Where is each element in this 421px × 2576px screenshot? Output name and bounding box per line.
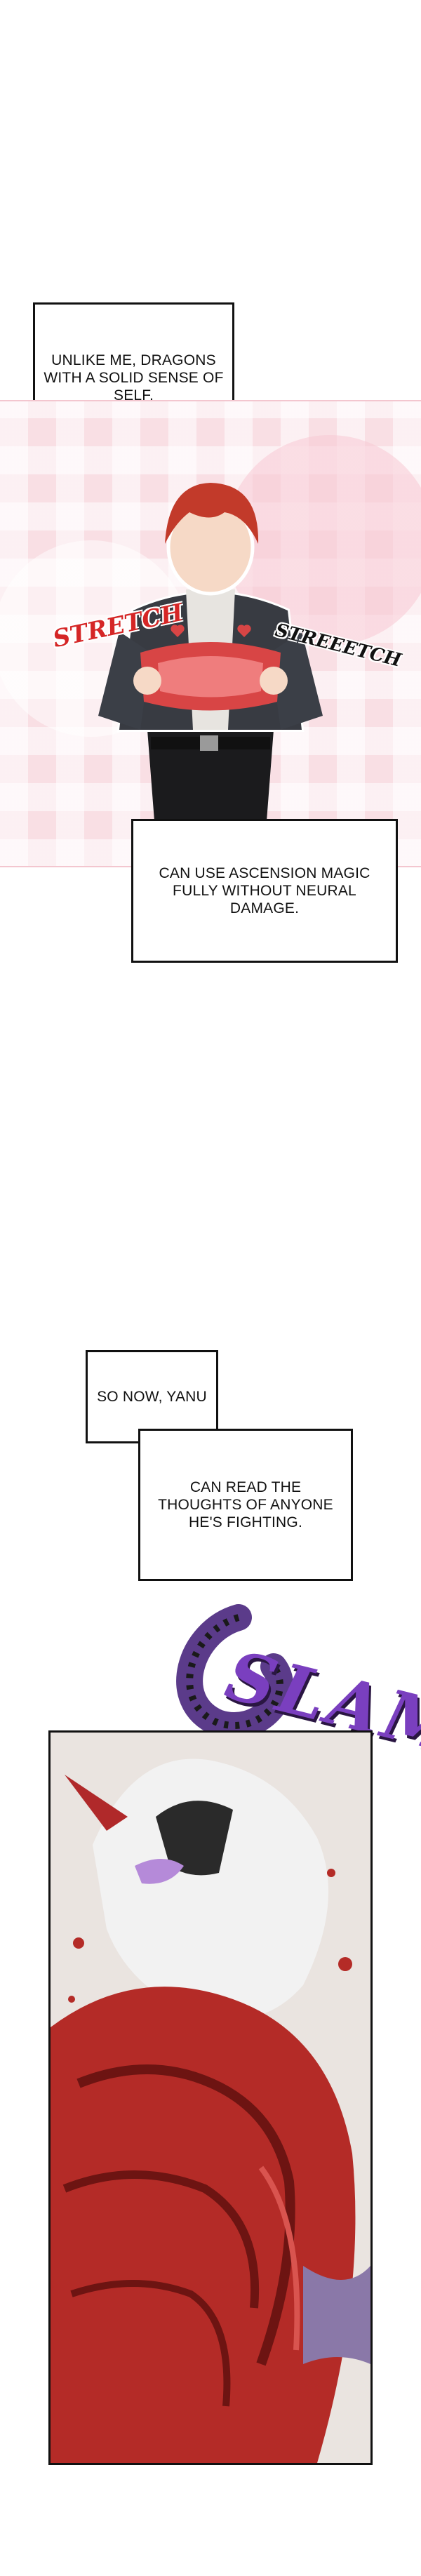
- decor-circle-right: [225, 435, 421, 646]
- dragon-illustration: [51, 1733, 370, 2463]
- panel-character-stretch: [0, 435, 421, 821]
- panel-dragon-clash: [48, 1730, 373, 2465]
- caption-text-1: UNLIKE ME, DRAGONS WITH A SOLID SENSE OF…: [44, 352, 224, 403]
- caption-text-3: SO NOW, YANU: [97, 1389, 207, 1405]
- character-figure: [98, 483, 323, 821]
- caption-text-2: CAN USE ASCENSION MAGIC FULLY WITHOUT NE…: [159, 865, 370, 916]
- caption-box-4: CAN READ THE THOUGHTS OF ANYONE HE'S FIG…: [138, 1429, 353, 1581]
- caption-box-2: CAN USE ASCENSION MAGIC FULLY WITHOUT NE…: [131, 819, 398, 963]
- sfx-slam-art: [176, 1604, 293, 1739]
- caption-text-4: CAN READ THE THOUGHTS OF ANYONE HE'S FIG…: [158, 1479, 333, 1530]
